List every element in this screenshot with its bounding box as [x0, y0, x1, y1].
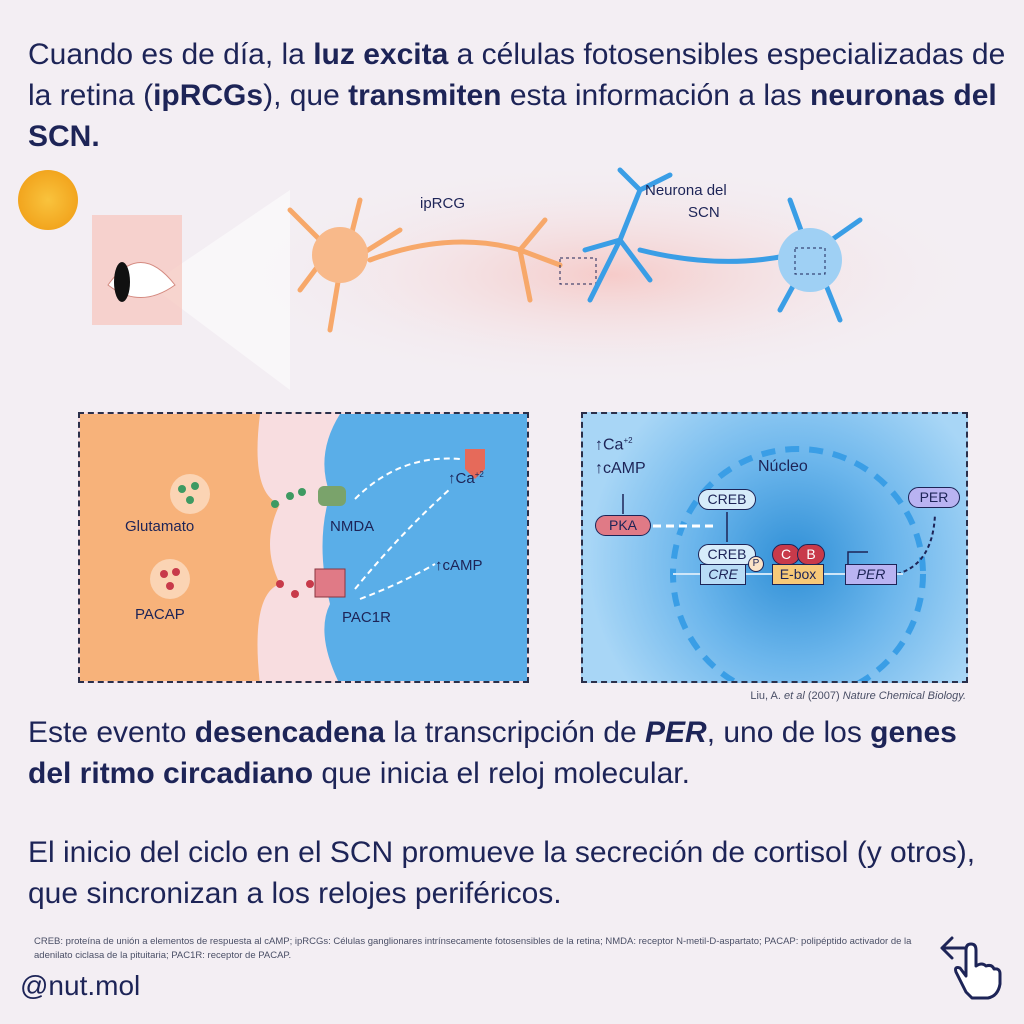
intro-bold: neuronas del SCN.: [28, 79, 997, 153]
calcium-charge: +2: [623, 436, 633, 445]
intro-part: Cuando es de día, la: [28, 38, 314, 71]
presynaptic-terminal: [80, 414, 280, 681]
iprcg-label: ipRCG: [420, 195, 465, 212]
para-bold: genes del ritmo circadiano: [28, 716, 957, 790]
up-arrow-icon: ↑: [595, 436, 603, 454]
sun-icon: [18, 170, 78, 230]
postsynaptic-neuron: [322, 414, 527, 681]
calcium-charge: +2: [474, 470, 484, 479]
per-gene: PER: [845, 564, 897, 585]
citation-etal: et al: [783, 690, 805, 702]
nucleus-panel: ↑Ca+2 ↑cAMP PKA Núcleo CREB CREB P CRE C…: [581, 412, 968, 683]
ebox-element: E-box: [772, 564, 824, 585]
up-arrow-icon: ↑: [595, 460, 603, 477]
intro-part: ), que: [263, 79, 349, 112]
intro-bold: luz excita: [313, 38, 449, 71]
intro-bold: ipRCGs: [153, 79, 264, 112]
citation-year: (2007): [804, 690, 843, 702]
para-part: , uno de los: [706, 716, 871, 749]
intro-bold: transmiten: [348, 79, 502, 112]
up-arrow-icon: ↑: [448, 470, 456, 487]
pka-pill: PKA: [595, 515, 651, 536]
citation-journal: Nature Chemical Biology.: [842, 690, 966, 702]
neuron-illustration: ipRCG Neurona del SCN: [18, 160, 990, 390]
transcription-text: Este evento desencadena la transcripción…: [28, 712, 1008, 794]
nmda-label: NMDA: [330, 518, 375, 535]
pac1r-label: PAC1R: [342, 609, 391, 626]
synapse-panel: Glutamato PACAP NMDA PAC1R ↑Ca+2 ↑cAMP: [78, 412, 529, 683]
para-part: Este evento: [28, 716, 195, 749]
scn-neuron: [582, 167, 863, 323]
intro-part: esta información a las: [501, 79, 810, 112]
phosphate-icon: P: [748, 556, 764, 572]
intro-text: Cuando es de día, la luz excita a célula…: [28, 34, 1008, 157]
nucleo-label: Núcleo: [758, 458, 808, 475]
bmal1-protein: B: [797, 544, 825, 565]
glutamato-label: Glutamato: [125, 518, 195, 535]
camp-text: cAMP: [603, 460, 646, 477]
calcium-text: Ca: [603, 436, 624, 454]
para-bold: PER: [645, 716, 707, 749]
citation-authors: Liu, A.: [750, 690, 784, 702]
para-part: que inicia el reloj molecular.: [313, 757, 690, 790]
eye-icon: [92, 215, 182, 325]
calcium-label: ↑Ca+2: [595, 436, 633, 454]
citation: Liu, A. et al (2007) Nature Chemical Bio…: [750, 690, 966, 702]
scn-label: Neurona del: [645, 182, 727, 199]
clock-protein: C: [772, 544, 800, 565]
para-bold: desencadena: [194, 716, 385, 749]
calcium-text: Ca: [455, 470, 475, 487]
camp-label: ↑cAMP: [435, 557, 483, 574]
intro-part: a células fotosensibles especializadas d…: [28, 38, 1006, 112]
pac1r-receptor: [314, 568, 346, 598]
up-arrow-icon: ↑: [435, 557, 443, 574]
nmda-receptor: [318, 486, 346, 506]
author-handle: @nut.mol: [20, 970, 141, 1001]
cortisol-text: El inicio del ciclo en el SCN promueve l…: [28, 836, 976, 910]
cre-element: CRE: [700, 564, 746, 585]
per-protein: PER: [908, 487, 960, 508]
calcium-channel: [465, 449, 485, 479]
creb-pill: CREB: [698, 489, 756, 510]
camp-text: cAMP: [442, 557, 483, 574]
calcium-label: ↑Ca+2: [448, 470, 484, 487]
scn-label: SCN: [688, 204, 720, 221]
pacap-label: PACAP: [135, 606, 185, 623]
para-part: la transcripción de: [384, 716, 646, 749]
iprcg-neuron: [287, 197, 563, 333]
footnote: CREB: proteína de unión a elementos de r…: [34, 936, 912, 961]
camp-label: ↑cAMP: [595, 460, 646, 478]
swipe-back-hand-icon[interactable]: [938, 932, 1008, 1002]
